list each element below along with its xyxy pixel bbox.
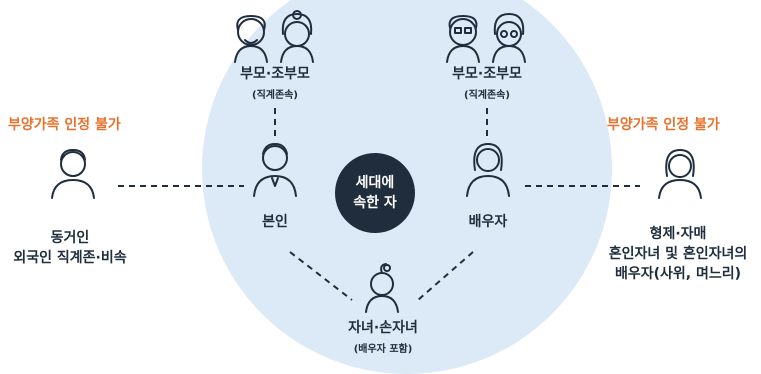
grandparents-left-label: 부모·조부모 — [240, 66, 310, 82]
man-icon — [253, 143, 297, 197]
grandparents-left-icons — [234, 10, 314, 63]
spouse-label: 배우자 — [468, 214, 508, 230]
connector-spouse-children — [417, 251, 474, 301]
grandmother-icon — [492, 13, 526, 63]
right-note-line3: 배우자(사위, 며느리) — [614, 266, 742, 282]
right-note-line1: 형제·자매 — [649, 226, 707, 242]
child-icon — [365, 263, 399, 313]
grandparents-right-icons — [446, 13, 526, 63]
self-label: 본인 — [262, 214, 288, 230]
sibling-icon — [658, 149, 702, 199]
grandfather-icon — [234, 15, 268, 63]
left-note-line2: 외국인 직계존·비속 — [13, 250, 127, 266]
woman-icon — [466, 143, 510, 197]
left-note-line1: 동거인 — [50, 230, 90, 246]
left-warning: 부양가족 인정 불가 — [8, 117, 121, 133]
connector-self-children — [289, 251, 353, 301]
center-line1: 세대에 — [355, 175, 395, 191]
grandparents-right-sub: (직계존속) — [464, 90, 510, 101]
center-line2: 속한 자 — [353, 195, 397, 211]
right-note-line2: 혼인자녀 및 혼인자녀의 — [608, 246, 748, 262]
children-label: 자녀·손자녀 — [348, 320, 418, 336]
right-warning: 부양가족 인정 불가 — [607, 117, 720, 133]
grandmother-icon — [280, 10, 314, 63]
grandparents-left-sub: (직계존속) — [252, 90, 298, 101]
grandparents-right-label: 부모·조부모 — [452, 66, 522, 82]
grandfather-icon — [446, 15, 480, 63]
household-center-badge: 세대에 속한 자 — [335, 153, 415, 233]
cohabitant-icon — [51, 149, 95, 199]
children-sub: (배우자 포함) — [353, 344, 413, 355]
